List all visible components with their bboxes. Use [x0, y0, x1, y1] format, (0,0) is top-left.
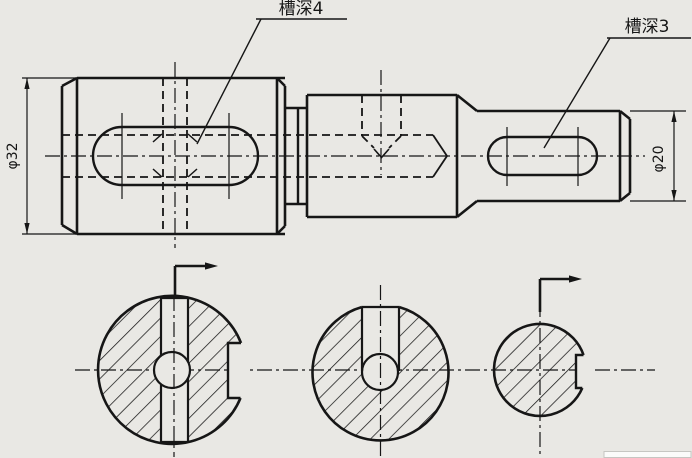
section-arrow-icon [569, 275, 582, 283]
window-edge-artifact [603, 451, 692, 458]
shaft-large-section-outline [60, 76, 287, 236]
dimension-phi32-text: φ32 [5, 142, 21, 169]
cutting-plane-arrow-right [538, 275, 582, 312]
section1-keyway-notch [226, 341, 241, 400]
section3-keyway-notch [574, 353, 584, 390]
label-groove-depth-4: 槽深4 [196, 0, 347, 145]
shaft-right-section-outline [477, 109, 632, 203]
shaft-neck-groove [285, 106, 307, 206]
section3-hatch [494, 324, 586, 416]
cutting-plane-arrow-left [173, 262, 218, 295]
slot-hole-intersection-marks [152, 133, 198, 178]
section1-outline [96, 294, 243, 446]
dim-arrow-icon [24, 223, 30, 234]
section-view-middle [311, 285, 450, 456]
section-view-right [492, 275, 594, 458]
dimension-phi20 [630, 110, 686, 202]
vertical-through-slot-hidden-lines [162, 78, 188, 234]
label-groove-depth-3: 槽深3 [543, 17, 691, 149]
dimension-phi20-text: φ20 [651, 145, 667, 172]
section2-outline [311, 305, 450, 442]
section-view-left [96, 262, 249, 457]
shaft-middle-section-outline [305, 93, 478, 219]
dim-arrow-icon [671, 190, 677, 201]
dim-arrow-icon [24, 78, 30, 89]
front-view [45, 62, 645, 248]
axial-hole-drill-cone [432, 134, 448, 178]
groove-depth-3-text: 槽深3 [625, 17, 670, 37]
groove-depth-4-text: 槽深4 [279, 0, 324, 19]
leader-line [543, 37, 611, 149]
dim-arrow-icon [671, 111, 677, 122]
section1-center-hole [152, 350, 192, 390]
dimension-phi32 [22, 77, 84, 235]
section-arrow-icon [205, 262, 218, 270]
section1-slot-walls [159, 296, 190, 444]
leader-line [196, 18, 262, 145]
section3-outline [492, 322, 585, 418]
axial-hole-hidden-lines [62, 134, 433, 178]
radial-hole-hidden-lines [361, 95, 402, 149]
